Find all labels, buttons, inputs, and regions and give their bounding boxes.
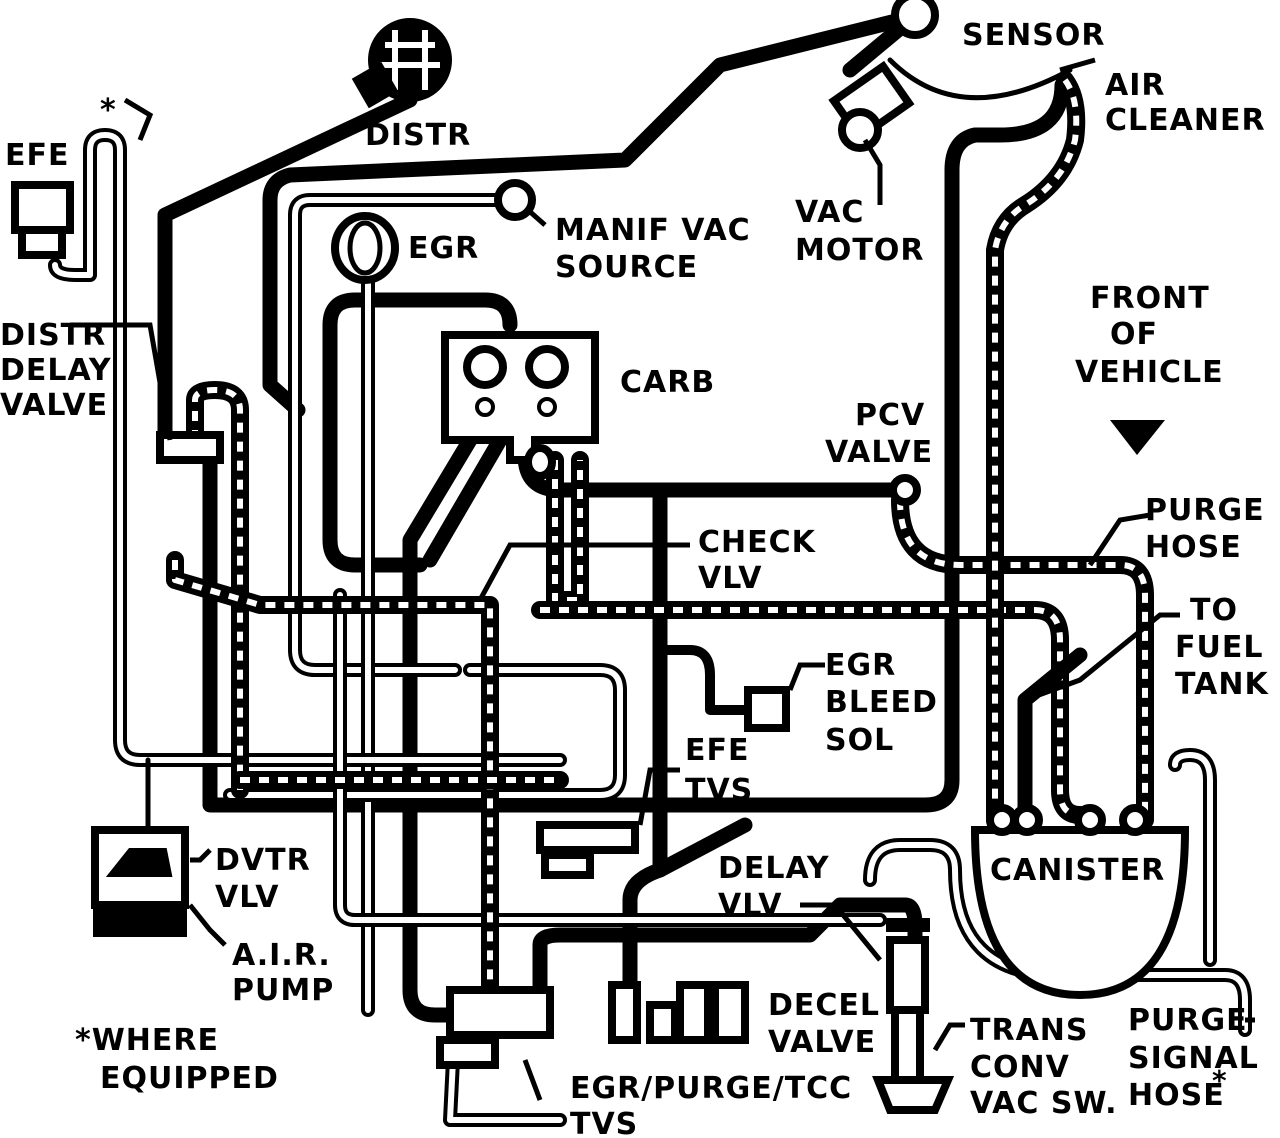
label-vac-motor-2: MOTOR — [795, 233, 924, 268]
front-arrow-icon — [1110, 420, 1165, 455]
label-manif-vac-2: SOURCE — [555, 250, 698, 285]
label-to-fuel-3: TANK — [1175, 667, 1269, 702]
labels: EFE * DISTR SENSOR AIR CLEANER VAC MOTOR… — [0, 18, 1269, 1138]
label-trans-2: CONV — [970, 1050, 1070, 1085]
delay-vlv-hose — [622, 817, 753, 998]
vac-motor-icon — [828, 60, 915, 152]
manif-vac-hose-inner — [292, 197, 508, 673]
canister-icon — [970, 804, 1190, 1000]
label-distr-delay-3: VALVE — [0, 388, 108, 423]
label-distr: DISTR — [365, 118, 471, 153]
label-check-vlv-2: VLV — [698, 561, 762, 596]
label-to-fuel-2: FUEL — [1175, 630, 1263, 665]
egr-bleed-sol-icon — [744, 686, 790, 732]
purge-dashed-horizontal-inner — [897, 499, 1148, 820]
label-air-pump-2: PUMP — [232, 973, 334, 1008]
label-canister: CANISTER — [990, 853, 1165, 888]
label-manif-vac-1: MANIF VAC — [555, 213, 751, 248]
label-egr: EGR — [408, 231, 479, 266]
sensor-icon — [891, 0, 939, 39]
label-dvtr-1: DVTR — [215, 843, 311, 878]
components — [11, 0, 1190, 1114]
label-air-pump-1: A.I.R. — [232, 938, 331, 973]
label-front-3: VEHICLE — [1075, 355, 1224, 390]
label-air-cleaner-2: CLEANER — [1105, 103, 1266, 138]
label-egr-purge-tcc-2: TVS — [570, 1107, 638, 1138]
label-purge-hose-2: HOSE — [1145, 530, 1242, 565]
trans-conv-vac-sw-icon — [872, 918, 955, 1114]
distributor-icon — [351, 18, 452, 109]
air-cleaner-return-hose — [202, 77, 1070, 813]
label-distr-delay-1: DISTR — [0, 318, 106, 353]
purge-signal-outline-hose-inner — [1172, 752, 1213, 963]
label-asterisk-efe: * — [100, 93, 117, 128]
dvtr-valve-icon — [91, 826, 189, 937]
check-vlv-dashed-hose-inner — [552, 460, 583, 603]
label-efe-tvs-1: EFE — [685, 733, 749, 768]
label-distr-delay-2: DELAY — [0, 353, 112, 388]
label-purge-signal-3: HOSE — [1128, 1078, 1225, 1113]
label-decel-2: VALVE — [768, 1025, 876, 1060]
label-egr-bleed-3: SOL — [825, 723, 894, 758]
label-purge-hose-1: PURGE — [1145, 493, 1265, 528]
label-where-2: EQUIPPED — [100, 1061, 279, 1096]
manif-vac-source-icon — [494, 179, 536, 221]
label-front-2: OF — [1110, 317, 1158, 352]
carb-left-hose — [322, 292, 518, 573]
label-delay-vlv-1: DELAY — [718, 851, 830, 886]
label-trans-3: VAC SW. — [970, 1086, 1118, 1121]
carb-down-hose-2 — [422, 432, 508, 568]
label-where-1: *WHERE — [75, 1023, 219, 1058]
label-trans-1: TRANS — [970, 1013, 1089, 1048]
carburetor-icon — [441, 331, 599, 480]
label-check-vlv-1: CHECK — [698, 525, 817, 560]
purge-dashed-main-inner — [540, 607, 1081, 818]
label-efe: EFE — [5, 138, 69, 173]
label-pcv-2: VALVE — [825, 435, 933, 470]
label-purge-signal-1: PURGE — [1128, 1003, 1248, 1038]
efe-tvs-icon — [536, 821, 639, 879]
distr-to-sensor-hose — [157, 92, 418, 448]
label-purge-signal-2: SIGNAL — [1128, 1041, 1259, 1076]
decel-valve-icon — [608, 981, 749, 1044]
leader-lines — [70, 57, 1255, 1101]
label-carb: CARB — [620, 365, 715, 400]
egr-bleed-hose-inner — [227, 667, 623, 798]
carb-down-hose — [402, 432, 498, 1023]
label-air-cleaner-1: AIR — [1105, 68, 1165, 103]
label-egr-bleed-2: BLEED — [825, 685, 938, 720]
label-to-fuel-1: TO — [1190, 593, 1238, 628]
label-delay-vlv-2: VLV — [718, 888, 782, 923]
label-purge-signal-mark: * — [1212, 1064, 1228, 1097]
lower-outline-hose-inner — [337, 592, 883, 923]
efe-hose-inner — [52, 132, 563, 763]
label-decel-1: DECEL — [768, 988, 880, 1023]
trans-conv-outline-hose-inner — [867, 842, 1248, 1033]
efe-tvs-dashed-hose — [166, 551, 499, 999]
label-front-1: FRONT — [1090, 281, 1210, 316]
egr-valve-icon — [331, 212, 399, 284]
distr-delay-dashed-hose-inner — [192, 387, 243, 790]
label-dvtr-2: VLV — [215, 880, 279, 915]
label-egr-purge-tcc-1: EGR/PURGE/TCC — [570, 1071, 852, 1106]
label-egr-bleed-1: EGR — [825, 648, 896, 683]
egr-purge-tcc-tvs-icon — [436, 986, 554, 1069]
efe-unit-icon — [11, 181, 74, 259]
pcv-valve-icon — [889, 474, 921, 506]
egr-bleed-link — [655, 645, 750, 715]
check-vlv-dashed-hose — [546, 451, 589, 609]
sensor-main-hose — [262, 12, 908, 418]
air-cleaner-arc — [887, 57, 1073, 101]
label-vac-motor-1: VAC — [795, 195, 864, 230]
label-pcv-1: PCV — [855, 398, 925, 433]
air-cleaner-dashed-hose-inner — [992, 78, 1080, 820]
label-efe-tvs-2: TVS — [685, 773, 753, 808]
label-sensor: SENSOR — [962, 18, 1105, 53]
